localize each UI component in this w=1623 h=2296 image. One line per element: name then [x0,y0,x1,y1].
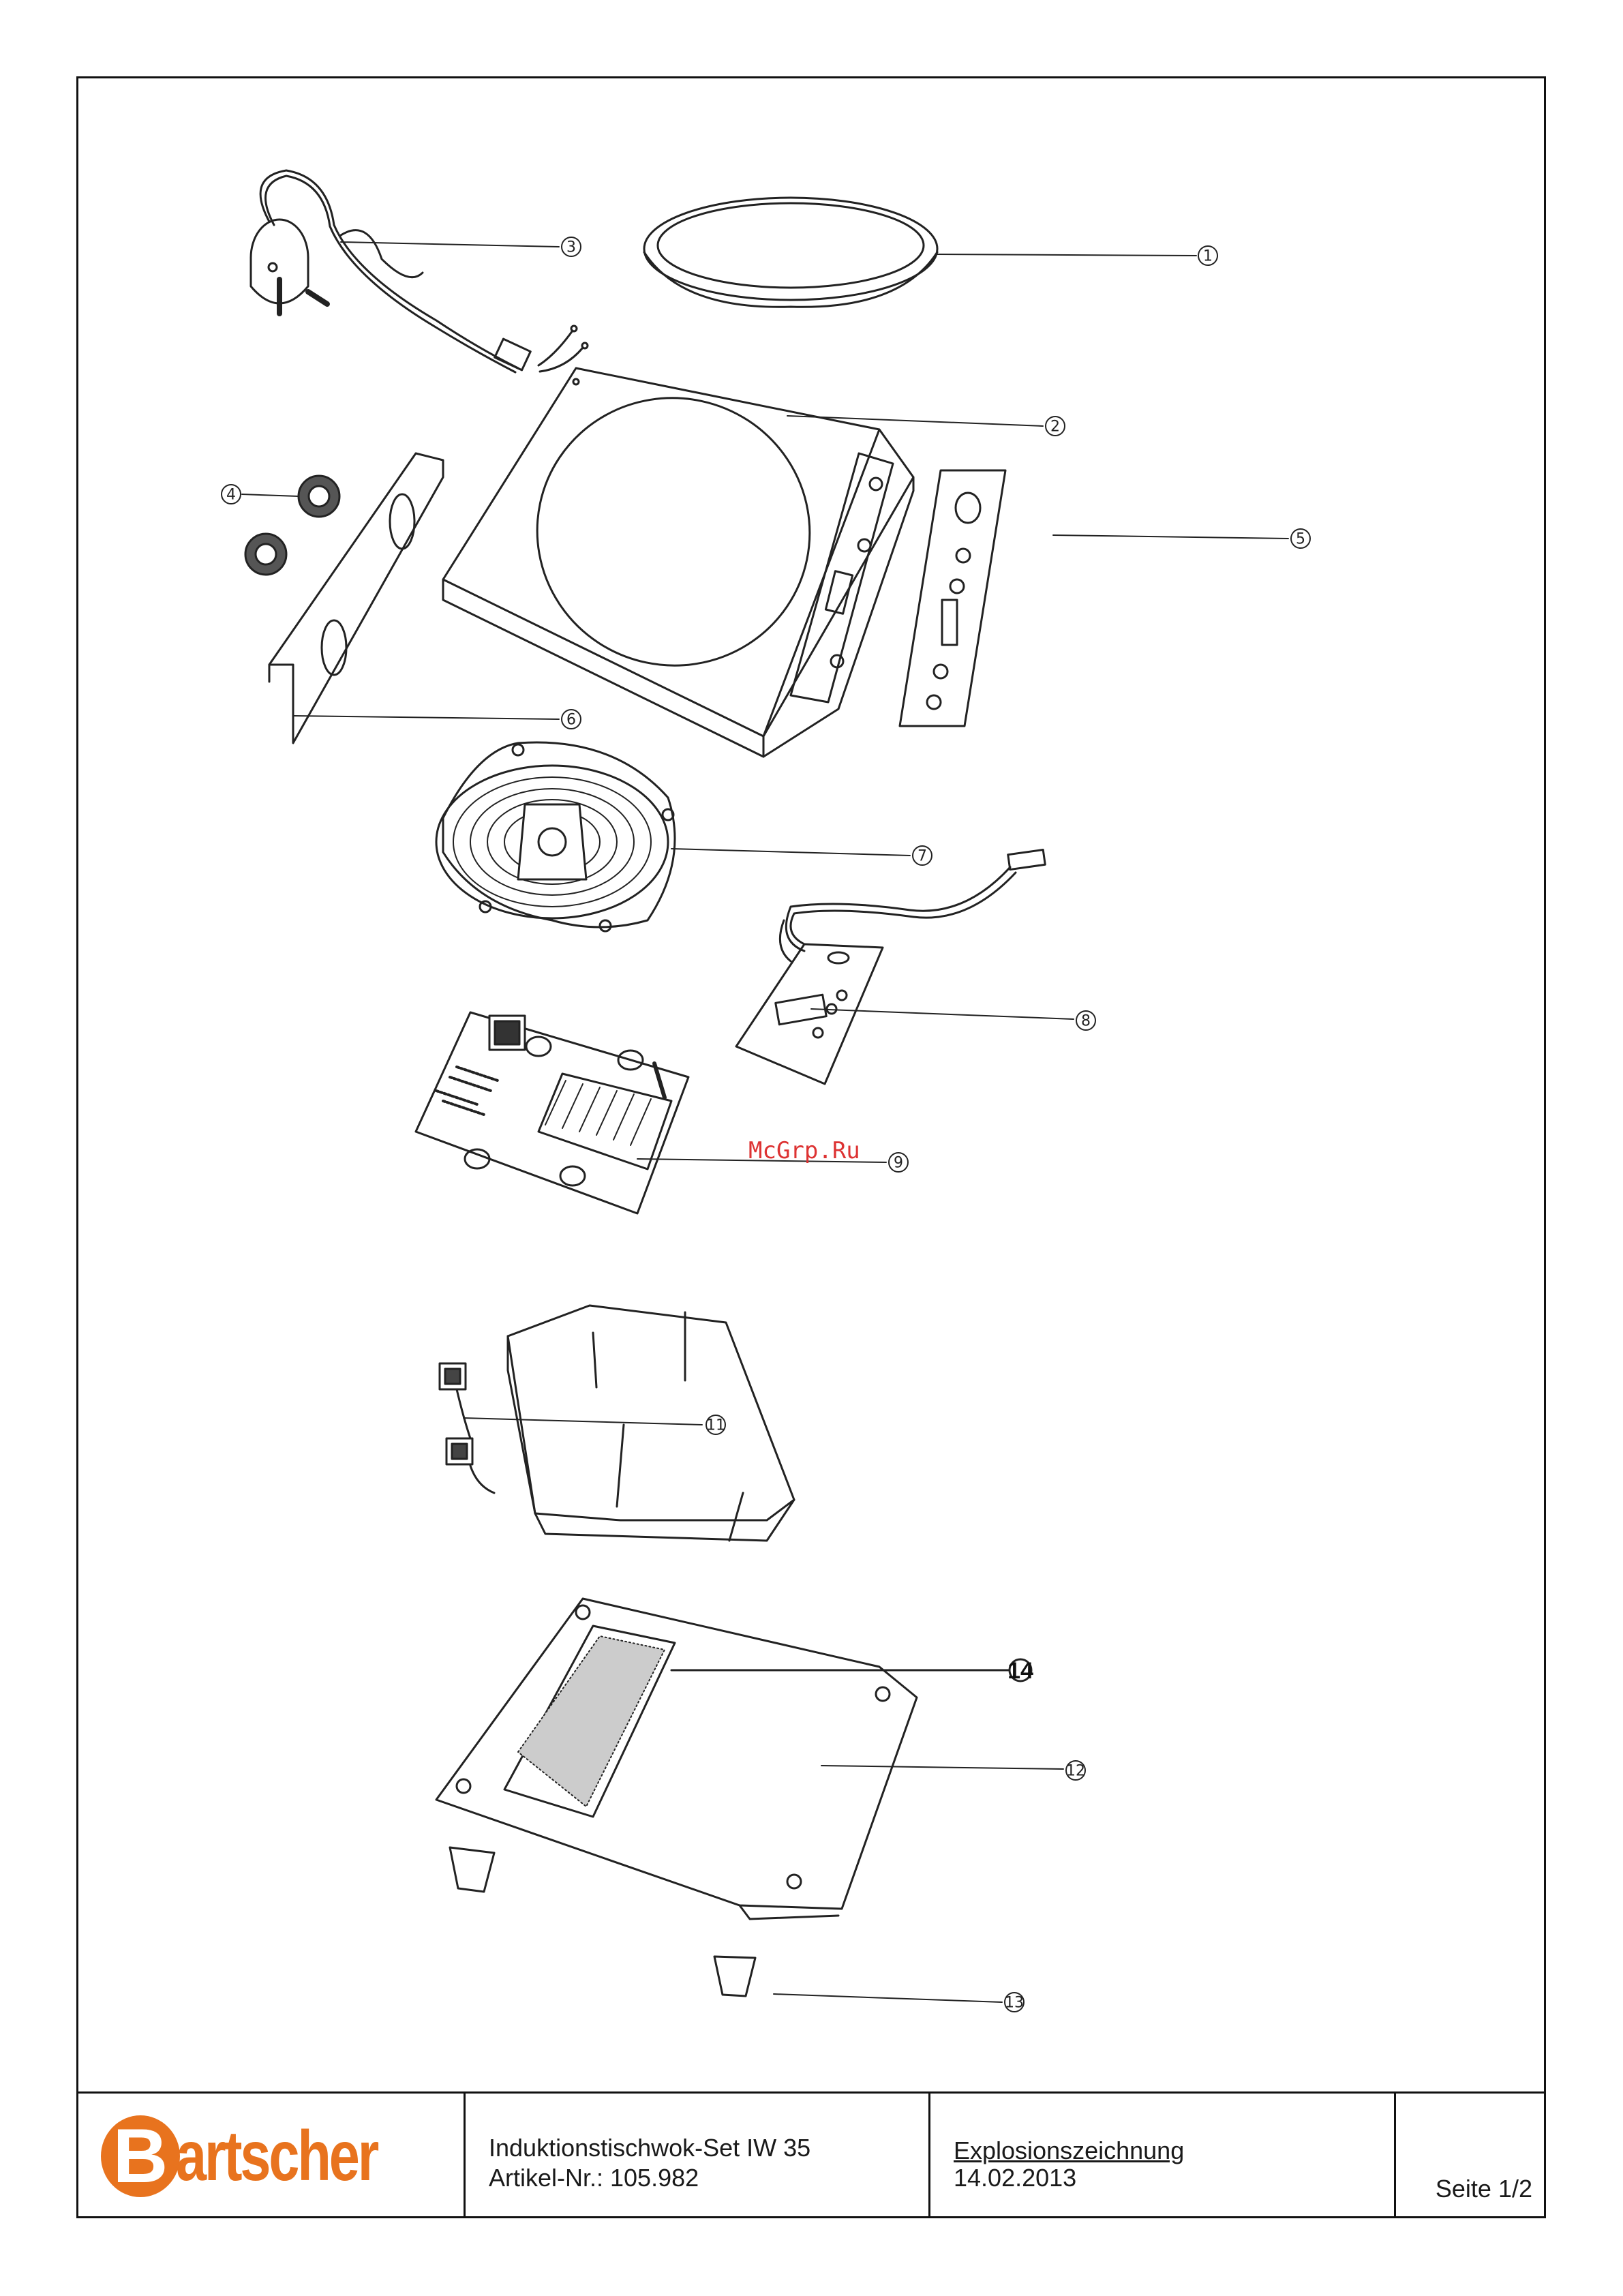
logo-wordmark: artscher [176,2116,377,2197]
product-name: Induktionstischwok-Set IW 35 [489,2133,810,2163]
document-cell: Explosionszeichnung 14.02.2013 [930,2094,1396,2218]
drawing-frame [76,76,1546,2218]
document-date: 14.02.2013 [954,2163,1076,2193]
title-block: B artscher Induktionstischwok-Set IW 35 … [76,2091,1546,2218]
document-type: Explosionszeichnung [954,2136,1184,2166]
logo-cell: B artscher [76,2094,466,2218]
product-cell: Induktionstischwok-Set IW 35 Artikel-Nr.… [466,2094,930,2218]
bartscher-logo: B artscher [101,2109,434,2204]
logo-b-mark: B [101,2115,180,2197]
page-number: Seite 1/2 [1436,2175,1532,2203]
article-number: Artikel-Nr.: 105.982 [489,2163,699,2193]
page-cell: Seite 1/2 [1396,2094,1546,2218]
